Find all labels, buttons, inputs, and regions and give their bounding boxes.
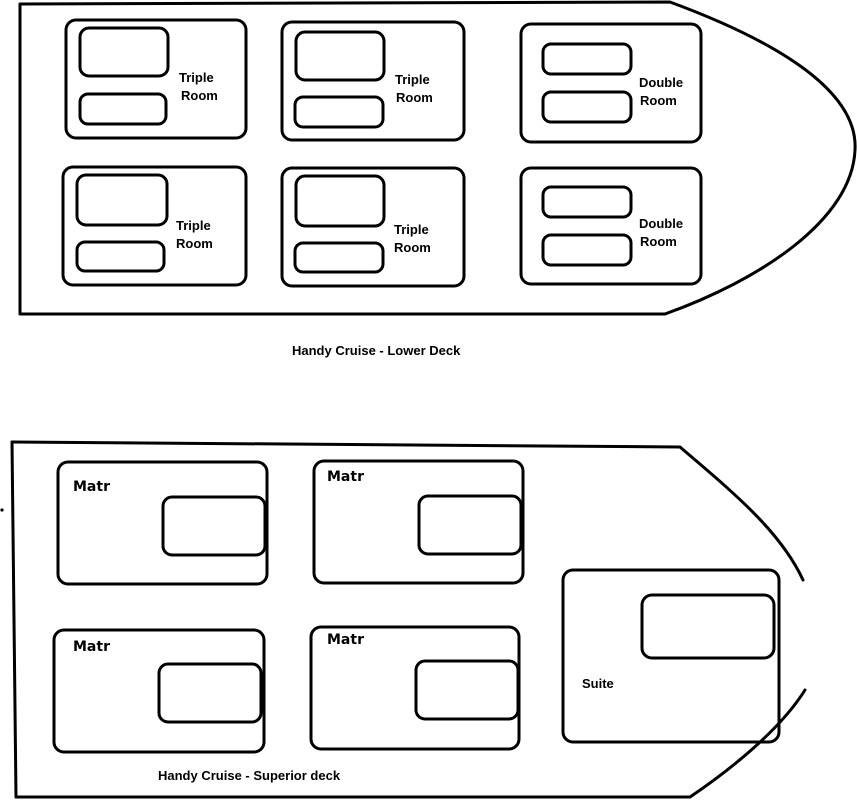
superior-deck-caption: Handy Cruise - Superior deck [158, 768, 341, 783]
lower-room-5: Triple Room [280, 166, 466, 288]
lower-room-3: Double Room [519, 22, 703, 144]
lower-room-6: Double Room [519, 166, 703, 286]
room-label-line2: Room [640, 93, 677, 108]
room-outline [561, 568, 781, 744]
room-label: Matr [73, 639, 110, 655]
room-outline [280, 20, 466, 142]
lower-deck: Triple Room Triple Room Double Room Trip… [18, 0, 857, 358]
room-label: Matr [73, 479, 110, 495]
superior-room-suite: Suite [561, 568, 781, 744]
room-label-line1: Double [639, 216, 683, 231]
room-label-line1: Triple [176, 218, 211, 233]
margin-dot [0, 508, 4, 512]
room-outline [519, 22, 703, 144]
room-outline [312, 459, 525, 585]
room-label: Matr [327, 469, 364, 485]
superior-room-2: Matr [312, 459, 525, 585]
superior-room-1: Matr [56, 460, 269, 586]
bed-icon [541, 90, 633, 124]
room-outline [280, 166, 466, 288]
superior-deck: Matr Matr Matr Matr Suite Handy Cruise -… [0, 440, 807, 799]
bed-icon [414, 659, 520, 721]
bed-icon [541, 233, 633, 267]
bed-icon [75, 173, 169, 227]
bed-icon [78, 26, 170, 78]
room-label-line2: Room [181, 88, 218, 103]
room-outline [64, 18, 248, 140]
lower-room-2: Triple Room [280, 20, 466, 142]
superior-room-4: Matr [309, 625, 521, 751]
bed-icon [75, 240, 166, 273]
room-label: Matr [327, 632, 364, 648]
lower-deck-caption: Handy Cruise - Lower Deck [292, 343, 461, 358]
room-label-line2: Room [640, 234, 677, 249]
bed-icon [417, 494, 523, 556]
room-outline [56, 460, 269, 586]
room-label-line1: Triple [395, 72, 430, 87]
bed-icon [293, 241, 385, 274]
room-label-line1: Double [639, 75, 683, 90]
lower-room-1: Triple Room [64, 18, 248, 140]
superior-room-3: Matr [52, 628, 266, 754]
room-outline [519, 166, 703, 286]
bed-icon [294, 30, 386, 82]
room-label-line2: Room [396, 90, 433, 105]
superior-deck-hull-stern [10, 440, 18, 799]
bed-icon [78, 92, 168, 126]
room-label-line2: Room [394, 240, 431, 255]
room-label-line1: Triple [394, 222, 429, 237]
bed-icon [294, 174, 386, 228]
room-label: Suite [582, 676, 614, 691]
room-label-line1: Triple [179, 70, 214, 85]
lower-room-4: Triple Room [61, 165, 248, 287]
bed-icon [541, 42, 633, 76]
lower-deck-hull [18, 0, 857, 316]
room-outline [52, 628, 266, 754]
room-label-line2: Room [176, 236, 213, 251]
bed-icon [293, 95, 385, 129]
bed-icon [157, 662, 263, 724]
superior-deck-hull-top [10, 440, 805, 582]
bed-icon [541, 185, 633, 219]
superior-deck-hull-bottom [14, 688, 807, 799]
bed-icon [640, 593, 776, 660]
bed-icon [161, 495, 267, 557]
room-outline [61, 165, 248, 287]
